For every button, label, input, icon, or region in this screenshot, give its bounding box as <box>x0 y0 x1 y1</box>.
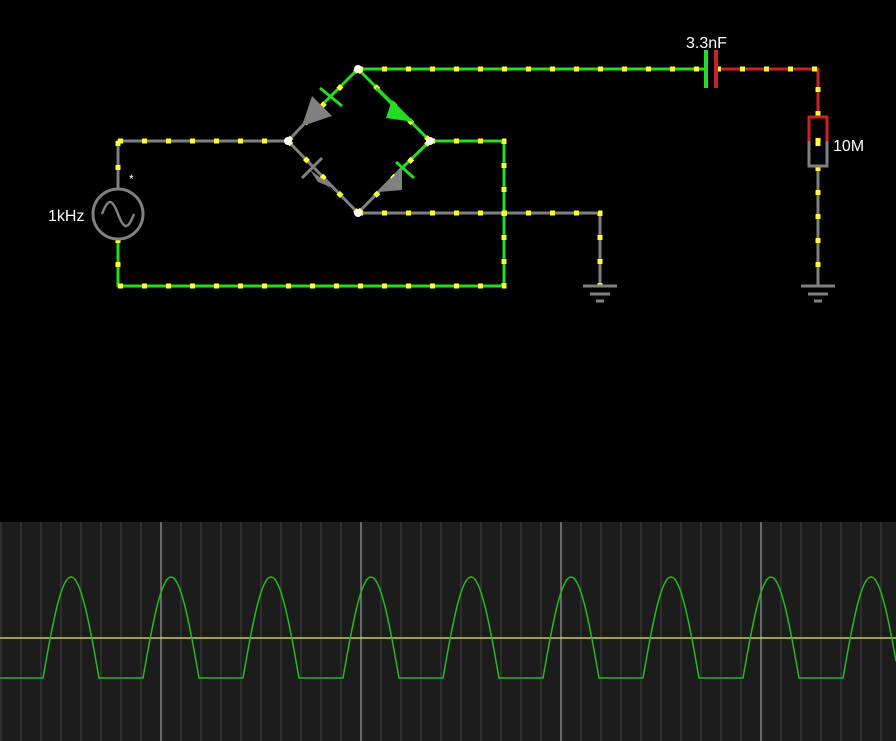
capacitor-icon[interactable] <box>704 50 718 88</box>
circuit-nodes <box>284 65 434 217</box>
diode-icon[interactable] <box>378 160 415 192</box>
ground-icon[interactable] <box>801 284 835 303</box>
diode-icon[interactable] <box>374 86 414 122</box>
ground-icon[interactable] <box>583 284 617 303</box>
scope-grid <box>0 522 882 741</box>
diode-icon[interactable] <box>302 86 343 126</box>
diode-icon[interactable] <box>300 156 338 194</box>
current-dots <box>115 66 821 289</box>
source-frequency-label: 1kHz <box>48 208 84 225</box>
resistor-icon[interactable] <box>807 115 829 168</box>
diode-bridge[interactable] <box>300 86 415 194</box>
ac-sine-source-icon[interactable] <box>91 187 145 241</box>
source-marker: * <box>129 172 134 186</box>
capacitor-value-label: 3.3nF <box>686 35 727 52</box>
circuit-schematic[interactable]: 1kHz * 3.3nF 10M <box>48 35 864 303</box>
resistor-value-label: 10M <box>833 138 864 155</box>
wires-hot <box>714 67 820 119</box>
oscilloscope-panel[interactable] <box>0 522 896 741</box>
scope-voltage-trace <box>0 576 896 679</box>
wires-idle <box>116 105 820 288</box>
scope-background <box>0 522 896 741</box>
